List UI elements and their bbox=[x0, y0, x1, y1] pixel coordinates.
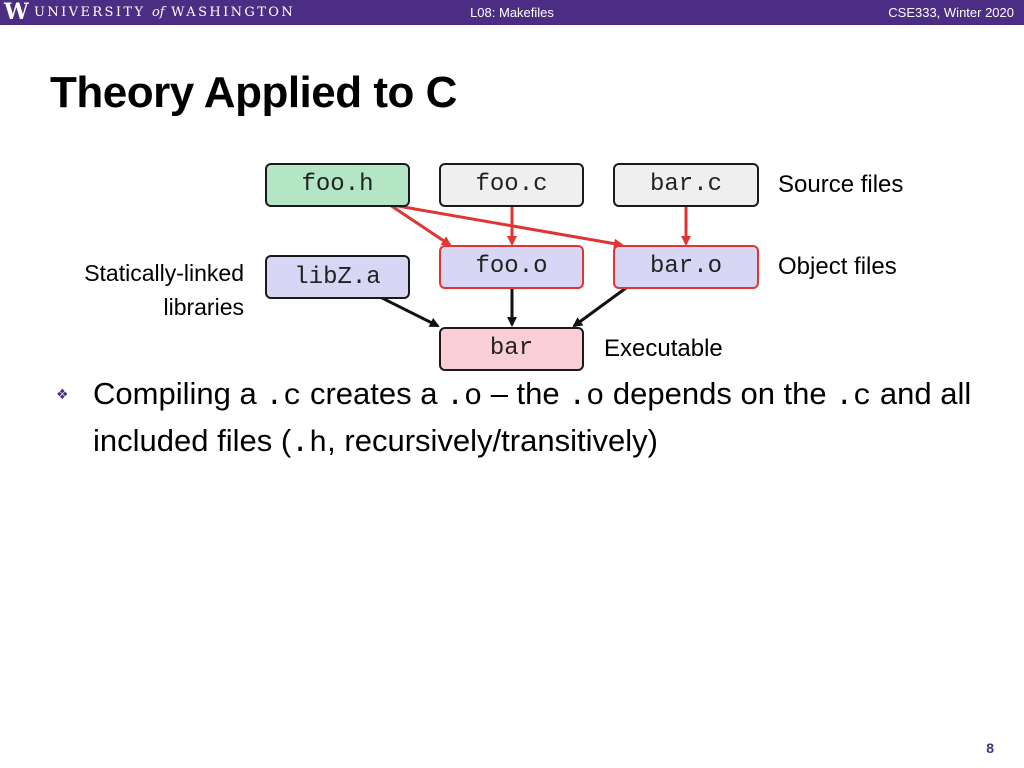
arrow-fooh-to-baro bbox=[391, 203, 624, 249]
node-bar-o-label: bar.o bbox=[649, 253, 722, 280]
label-static-libraries-line1: Statically-linked bbox=[84, 260, 244, 286]
node-foo-c: foo.c bbox=[439, 163, 584, 207]
university-name-of: of bbox=[151, 5, 165, 20]
code-dot-c-2: .c bbox=[835, 380, 872, 414]
node-bar-c-label: bar.c bbox=[649, 171, 722, 198]
bullet-text: Compiling a .c creates a .o – the .o dep… bbox=[93, 372, 993, 466]
node-bar: bar bbox=[439, 327, 584, 371]
label-source-files: Source files bbox=[778, 171, 904, 198]
bullet-text-6: , recursively/transitively) bbox=[327, 423, 658, 458]
uw-logo-icon: W bbox=[4, 0, 29, 25]
code-dot-o-2: .o bbox=[568, 380, 605, 414]
code-dot-h: .h bbox=[291, 427, 328, 461]
bullet-text-5: and all included files ( bbox=[93, 376, 972, 458]
page-number: 8 bbox=[986, 740, 994, 756]
node-foo-h: foo.h bbox=[265, 163, 410, 207]
university-name: UNIVERSITY of WASHINGTON bbox=[34, 6, 295, 20]
code-dot-c-1: .c bbox=[265, 380, 302, 414]
bullet-text-1: Compiling a bbox=[93, 376, 266, 411]
bullet-text-2: creates a bbox=[301, 376, 447, 411]
bullet-text-3: – the bbox=[482, 376, 569, 411]
node-foo-o-label: foo.o bbox=[475, 253, 548, 280]
label-executable: Executable bbox=[604, 335, 723, 362]
node-bar-label: bar bbox=[489, 335, 534, 362]
slide-title: Theory Applied to C bbox=[50, 68, 457, 117]
arrow-baro-to-bar bbox=[572, 286, 627, 328]
node-bar-o: bar.o bbox=[613, 245, 759, 289]
label-static-libraries: Statically-linked libraries bbox=[84, 256, 244, 324]
bullet-text-4: depends on the bbox=[604, 376, 836, 411]
node-foo-c-label: foo.c bbox=[475, 171, 548, 198]
arrow-fooh-to-fooo bbox=[389, 203, 452, 247]
bullet-diamond-icon: ❖ bbox=[56, 386, 69, 402]
node-bar-c: bar.c bbox=[613, 163, 759, 207]
arrow-libza-to-bar bbox=[377, 294, 440, 328]
code-dot-o-1: .o bbox=[446, 380, 483, 414]
university-name-part2: WASHINGTON bbox=[171, 5, 296, 20]
node-libz-a-label: libZ.a bbox=[294, 264, 381, 291]
university-name-part1: UNIVERSITY bbox=[34, 5, 146, 20]
node-libz-a: libZ.a bbox=[265, 255, 410, 299]
node-foo-h-label: foo.h bbox=[301, 171, 374, 198]
header-bar: W UNIVERSITY of WASHINGTON L08: Makefile… bbox=[0, 0, 1024, 25]
label-static-libraries-line2: libraries bbox=[163, 294, 244, 320]
lecture-title: L08: Makefiles bbox=[470, 5, 554, 20]
label-object-files: Object files bbox=[778, 253, 897, 280]
node-foo-o: foo.o bbox=[439, 245, 584, 289]
course-name: CSE333, Winter 2020 bbox=[888, 5, 1014, 20]
